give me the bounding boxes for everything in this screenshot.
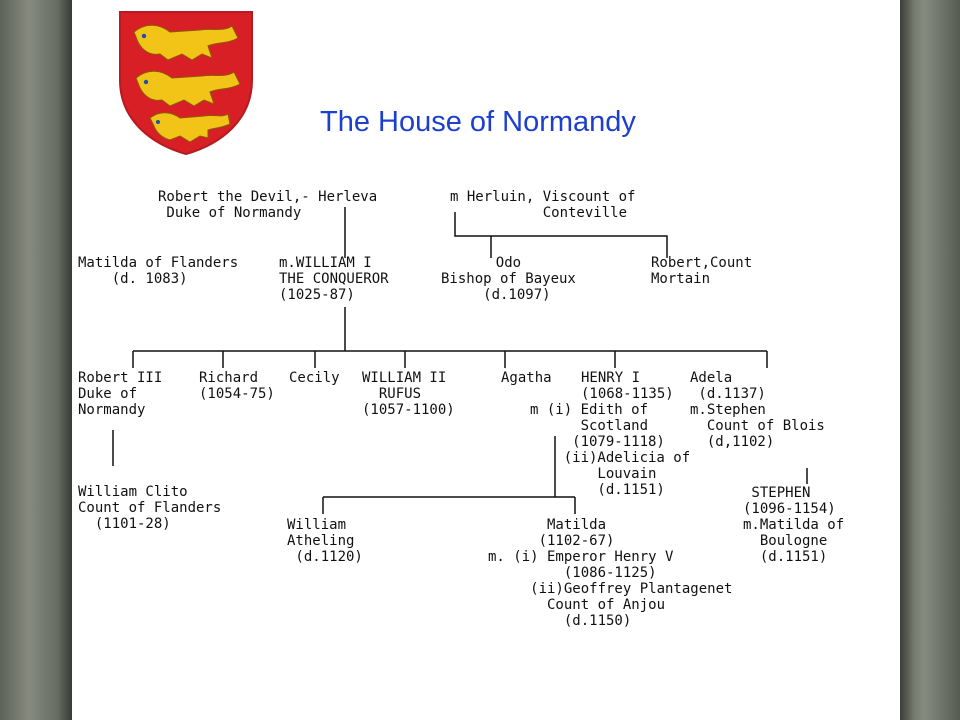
person-henry-i-wives: m (i) Edith of Scotland (1079-1118) (ii)…	[530, 402, 691, 498]
person-william-ii: WILLIAM II RUFUS (1057-1100)	[362, 370, 455, 418]
person-cecily: Cecily	[289, 370, 340, 386]
left-frame-border	[0, 0, 72, 720]
page-title: The House of Normandy	[320, 106, 636, 138]
connector-line	[454, 212, 668, 258]
person-william-atheling: William Atheling (d.1120)	[287, 517, 363, 565]
right-frame-border	[900, 0, 960, 720]
person-robert-the-devil: Robert the Devil,- Herleva Duke of Norma…	[158, 189, 378, 221]
person-empress-matilda: Matilda (1102-67) m. (i) Emperor Henry V…	[488, 517, 733, 629]
person-richard: Richard (1054-75)	[199, 370, 275, 402]
person-herluin: m Herluin, Viscount of Conteville	[450, 189, 636, 221]
person-william-i: m.WILLIAM I THE CONQUEROR (1025-87)	[279, 255, 389, 303]
person-adela: Adela (d.1137) m.Stephen Count of Blois …	[690, 370, 825, 450]
person-odo: Odo Bishop of Bayeux (d.1097)	[441, 255, 576, 303]
person-agatha: Agatha	[501, 370, 552, 386]
person-william-clito: William Clito Count of Flanders (1101-28…	[78, 484, 222, 532]
three-lions-shield-icon	[119, 11, 253, 156]
person-robert-iii: Robert III Duke of Normandy	[78, 370, 163, 418]
person-stephen: STEPHEN (1096-1154) m.Matilda of Boulogn…	[743, 485, 845, 565]
person-matilda-of-flanders: Matilda of Flanders (d. 1083)	[78, 255, 239, 287]
person-robert-count-mortain: Robert,Count Mortain	[651, 255, 753, 287]
person-henry-i: HENRY I (1068-1135)	[581, 370, 674, 402]
